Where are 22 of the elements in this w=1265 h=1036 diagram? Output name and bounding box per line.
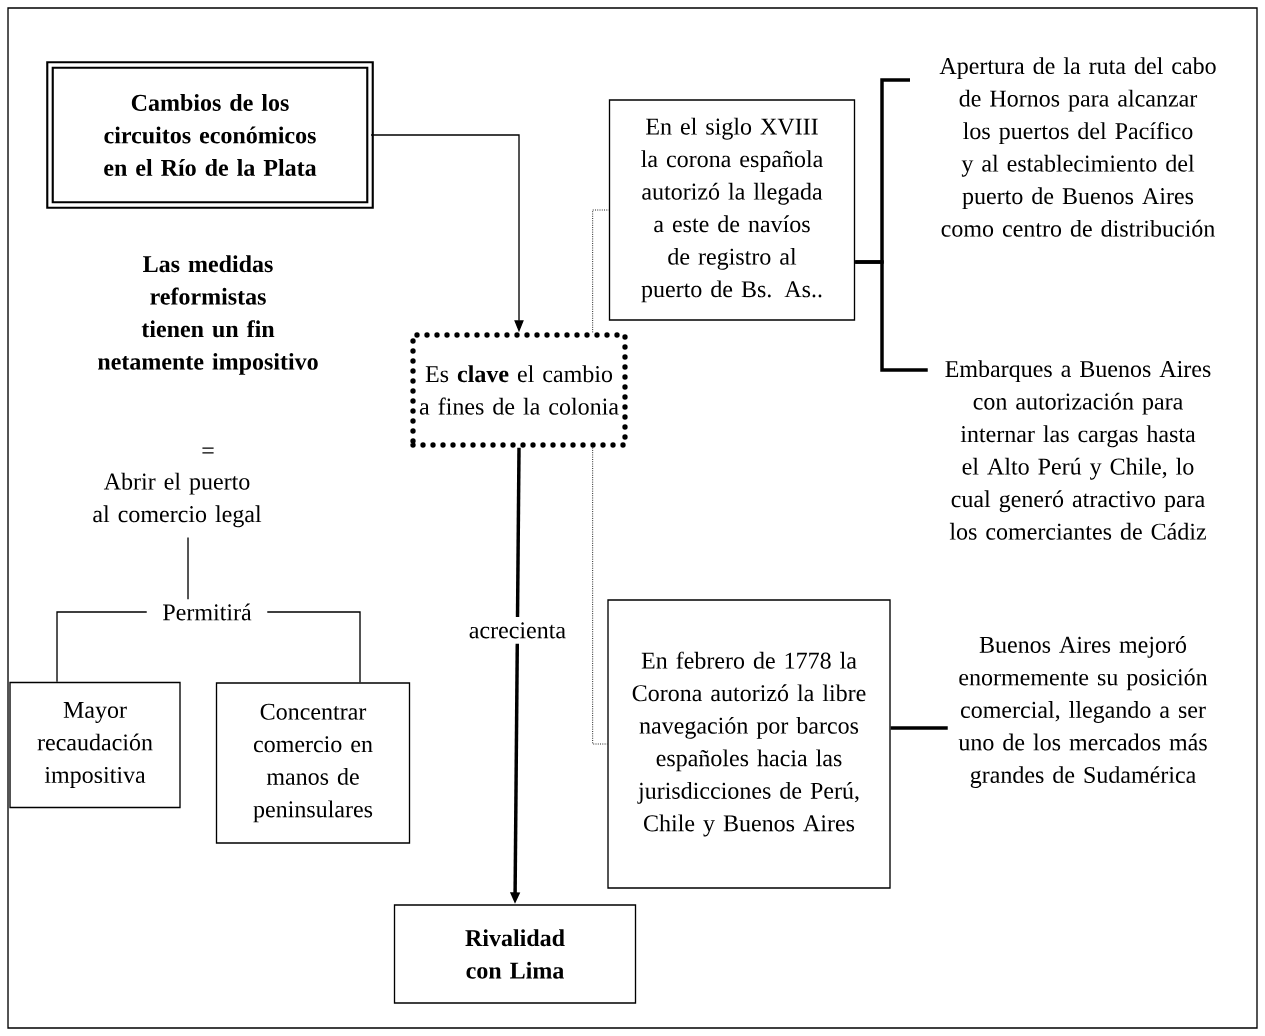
text-box: En el siglo XVIII la corona española autorizó la llegada a este de navíos de registro al puerto de Bs. As..: [608, 99, 856, 321]
bracket-line: [855, 260, 928, 372]
connector-line: [187, 536, 189, 600]
dotted-box: Es clave el cambio a fines de la colonia: [410, 332, 628, 448]
text-box: Concentrar comercio en manos de peninsulares: [215, 682, 411, 844]
node-text: Permitirá: [163, 603, 252, 621]
node-text: Abrir el puerto al comercio legal: [93, 472, 262, 528]
connector-line: [56, 611, 148, 683]
title-box: Cambios de los circuitos económicos en el Río de la Plata: [46, 61, 374, 209]
note-text: Las medidas reformistas tienen un fin netamente impositivo: [98, 255, 318, 375]
connector-line: [592, 209, 610, 333]
node-text: Buenos Aires mejoró enormemente su posición comercial, llegando a ser uno de los mercados más grandes de Sudamérica: [958, 636, 1208, 788]
node-text: Embarques a Buenos Aires con autorización para internar las cargas hasta el Alto Perú y Chile, lo cual generó atractivo para los comerciantes de Cádiz: [945, 360, 1211, 540]
bracket-line: [890, 726, 948, 730]
text-box: En febrero de 1778 la Corona autorizó la libre navegación por barcos españoles hacia las jurisdicciones de Perú, Chile y Buenos Aires: [607, 599, 891, 889]
edge-label: acrecienta: [463, 616, 572, 644]
text-box: Mayor recaudación impositiva: [9, 681, 181, 809]
connector-line: [592, 447, 608, 745]
text-box: Rivalidad con Lima: [393, 904, 637, 1004]
node-text: Apertura de la ruta del cabo de Hornos para alcanzar los puertos del Pacífico y al establecimiento del puerto de Buenos Aires como centro de distribución: [939, 57, 1216, 237]
equals-sign: =: [202, 447, 214, 454]
connector-line: [266, 611, 361, 683]
